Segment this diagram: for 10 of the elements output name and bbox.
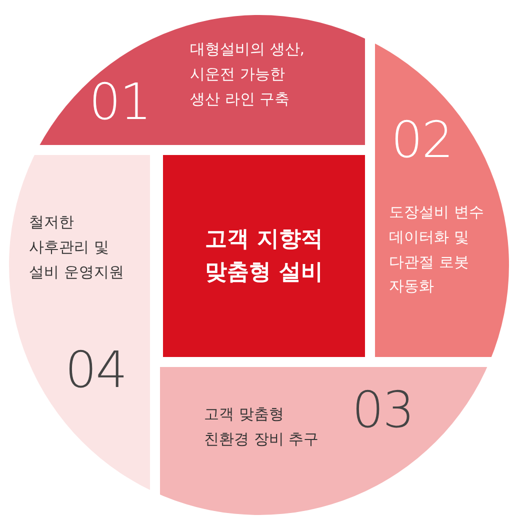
step-number: 02 (391, 115, 453, 165)
center-square (163, 155, 365, 357)
step-description: 철저한 사후관리 및 설비 운영지원 (29, 212, 125, 282)
step-description: 고객 맞춤형 친환경 장비 추구 (204, 404, 320, 450)
step-number: 01 (89, 77, 151, 127)
step-description: 대형설비의 생산, 시운전 가능한 생산 라인 구축 (190, 39, 306, 110)
step-description: 도장설비 변수 데이터화 및 다관절 로봇 자동화 (389, 202, 485, 298)
step-number: 04 (65, 345, 127, 395)
center-title: 고객 지향적 맞춤형 설비 (204, 226, 324, 287)
step-number: 03 (352, 385, 414, 435)
